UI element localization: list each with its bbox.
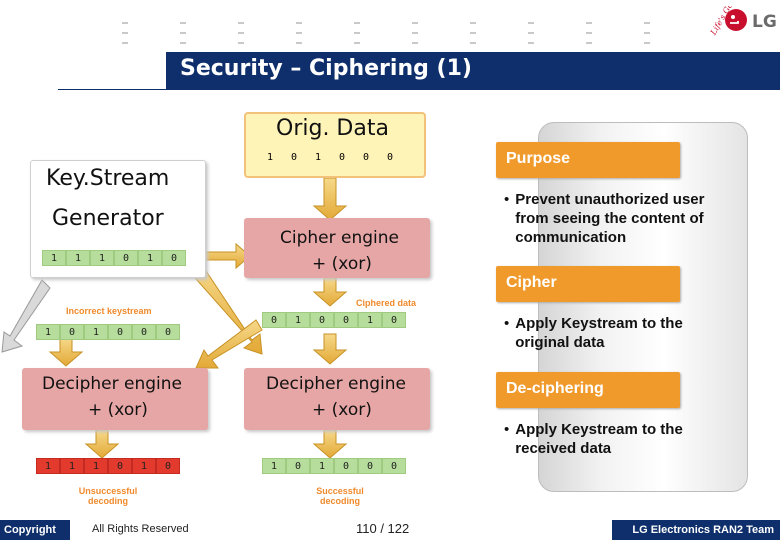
arrow-decipher-left-to-result (84, 429, 120, 459)
unsuccessful-bits: 1 1 1 0 1 0 (36, 458, 180, 474)
unsuccessful-bit: 1 (84, 458, 108, 474)
keystream-generator-line1: Key.Stream (46, 166, 170, 191)
orig-data-title: Orig. Data (276, 116, 389, 141)
ciphered-bit: 0 (310, 312, 334, 328)
logo-text: LG (752, 12, 777, 32)
unsuccessful-bit: 1 (60, 458, 84, 474)
orig-bit: 0 (386, 152, 394, 163)
orig-bit: 1 (314, 152, 322, 163)
ciphered-bits: 0 1 0 0 1 0 (262, 312, 406, 328)
ciphered-bit: 1 (286, 312, 310, 328)
cipher-bullet: •Apply Keystream to the original data (504, 314, 744, 352)
arrow-orig-to-cipher (312, 177, 348, 221)
lg-logo: Life's Good LG (700, 0, 780, 46)
keystream-bit: 0 (114, 250, 138, 266)
purpose-tag: Purpose (496, 142, 680, 178)
orig-bits: 1 0 1 0 0 0 (258, 150, 402, 166)
result-bit: 0 (358, 458, 382, 474)
incorrect-bit: 0 (156, 324, 180, 340)
incorrect-bit: 0 (108, 324, 132, 340)
title-underline (58, 89, 166, 90)
ciphered-bit: 0 (334, 312, 358, 328)
ciphered-bit: 1 (358, 312, 382, 328)
successful-label-line2: decoding (320, 496, 360, 506)
unsuccessful-label: Unsuccessful decoding (78, 486, 138, 506)
result-bit: 0 (382, 458, 406, 474)
ciphered-bit: 0 (262, 312, 286, 328)
keystream-bit: 1 (90, 250, 114, 266)
keystream-bit: 1 (138, 250, 162, 266)
orig-bit: 0 (338, 152, 346, 163)
page-title: Security – Ciphering (1) (180, 56, 472, 81)
footer-page-number: 110 / 122 (356, 521, 410, 536)
incorrect-bits: 1 0 1 0 0 0 (36, 324, 180, 340)
decipher-engine-center-op: + (xor) (312, 400, 372, 420)
result-bit: 1 (262, 458, 286, 474)
arrow-incorrect-to-decipher (48, 337, 84, 367)
ciphered-bit: 0 (382, 312, 406, 328)
unsuccessful-label-line1: Unsuccessful (78, 486, 138, 496)
orig-data-box (244, 112, 426, 178)
incorrect-bit: 0 (60, 324, 84, 340)
title-bar (166, 52, 780, 90)
keystream-generator-line2: Generator (52, 206, 164, 231)
arrow-cipher-to-ciphered (312, 277, 348, 307)
decipher-engine-left-op: + (xor) (88, 400, 148, 420)
result-bit: 0 (334, 458, 358, 474)
unsuccessful-bit: 1 (36, 458, 60, 474)
keystream-bit: 1 (66, 250, 90, 266)
purpose-bullet-text: Prevent unauthorized user from seeing th… (515, 191, 705, 246)
decipher-engine-left-box (22, 368, 208, 430)
decipher-engine-left-label: Decipher engine (42, 374, 183, 394)
unsuccessful-bit: 1 (132, 458, 156, 474)
keystream-bits: 1 1 1 0 1 0 (42, 250, 186, 266)
unsuccessful-bit: 0 (108, 458, 132, 474)
result-bits: 1 0 1 0 0 0 (262, 458, 406, 474)
cipher-tag: Cipher (496, 266, 680, 302)
cipher-engine-box (244, 218, 430, 278)
footer-team: LG Electronics RAN2 Team (612, 520, 780, 540)
footer-copyright: Copyright (0, 520, 70, 540)
phone-background (538, 122, 748, 492)
purpose-bullet: •Prevent unauthorized user from seeing t… (504, 190, 744, 262)
arrow-generator-to-incorrect (1, 279, 51, 353)
incorrect-bit: 0 (132, 324, 156, 340)
incorrect-keystream-label: Incorrect keystream (66, 306, 152, 316)
result-bit: 1 (310, 458, 334, 474)
orig-bit: 0 (362, 152, 370, 163)
decipher-engine-center-box (244, 368, 430, 430)
ciphered-data-label: Ciphered data (356, 298, 417, 308)
cipher-engine-label: Cipher engine (280, 228, 399, 248)
header-decoration (118, 18, 658, 54)
orig-bit: 0 (290, 152, 298, 163)
decipher-bullet: •Apply Keystream to the received data (504, 420, 744, 458)
successful-label-line1: Successful (316, 486, 364, 496)
decipher-tag: De-ciphering (496, 372, 680, 408)
lg-logo-icon: Life's Good LG (708, 0, 777, 37)
result-bit: 0 (286, 458, 310, 474)
decipher-engine-center-label: Decipher engine (266, 374, 407, 394)
cipher-engine-op: + (xor) (312, 254, 372, 274)
unsuccessful-label-line2: decoding (88, 496, 128, 506)
decipher-bullet-text: Apply Keystream to the received data (515, 421, 683, 457)
cipher-bullet-text: Apply Keystream to the original data (515, 315, 683, 351)
incorrect-bit: 1 (84, 324, 108, 340)
arrow-ciphered-to-decipher (312, 333, 348, 365)
orig-bit: 1 (266, 152, 274, 163)
unsuccessful-bit: 0 (156, 458, 180, 474)
incorrect-bit: 1 (36, 324, 60, 340)
arrow-decipher-to-result (312, 429, 348, 459)
successful-label: Successful decoding (310, 486, 370, 506)
keystream-bit: 1 (42, 250, 66, 266)
keystream-bit: 0 (162, 250, 186, 266)
footer-rights: All Rights Reserved (92, 523, 189, 535)
